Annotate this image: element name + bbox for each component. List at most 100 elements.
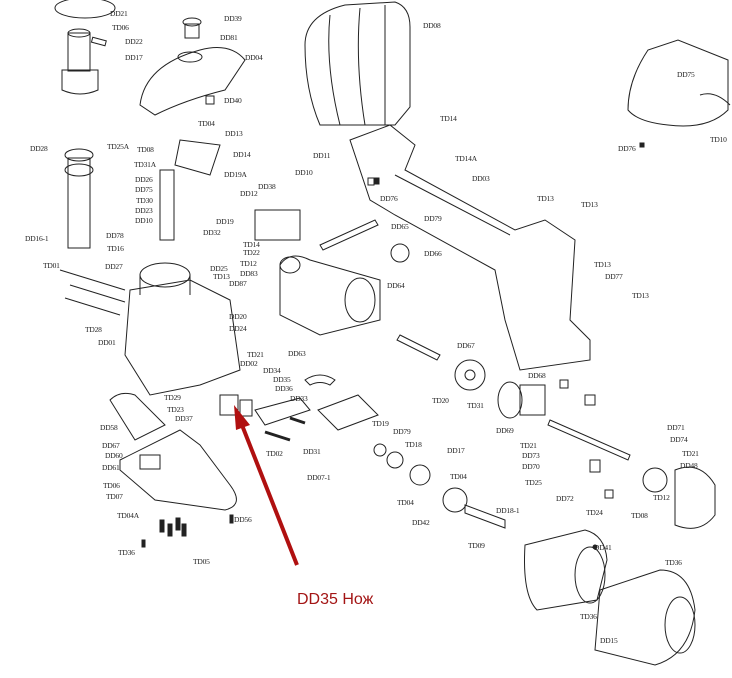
part-label: DD15 xyxy=(600,636,618,645)
part-label: TD05 xyxy=(193,557,210,566)
part-label: DD11 xyxy=(313,151,331,160)
part-label: TD04 xyxy=(198,119,215,128)
part-label: TD14 xyxy=(243,240,260,249)
part-label: DD66 xyxy=(424,249,442,258)
part-label: DD56 xyxy=(234,515,252,524)
part-label: TD21 xyxy=(520,441,537,450)
part-label: DD03 xyxy=(472,174,490,183)
part-label: DD32 xyxy=(203,228,221,237)
part-label: TD19 xyxy=(372,419,389,428)
part-label: DD67 xyxy=(102,441,120,450)
part-label: DD79 xyxy=(424,214,442,223)
part-label: DD64 xyxy=(387,281,405,290)
part-label: DD34 xyxy=(263,366,281,375)
part-label: DD04 xyxy=(245,53,263,62)
part-label: DD78 xyxy=(106,231,124,240)
part-label: TD14A xyxy=(455,154,478,163)
part-label: TD02 xyxy=(266,449,283,458)
part-label: DD23 xyxy=(135,206,153,215)
top-cover-part xyxy=(139,17,246,116)
part-label: TD08 xyxy=(137,145,154,154)
part-label: DD73 xyxy=(522,451,540,460)
part-label: DD19A xyxy=(224,170,248,179)
gear-housing-part xyxy=(279,255,381,336)
shaft-part xyxy=(319,219,410,263)
part-label: DD79 xyxy=(393,427,411,436)
blade-assembly-part xyxy=(219,374,379,442)
part-label: DD40 xyxy=(224,96,242,105)
part-label: DD75 xyxy=(135,185,153,194)
part-label: DD25 xyxy=(210,264,228,273)
part-label: DD75 xyxy=(677,70,695,79)
part-label: DD16-1 xyxy=(25,234,49,243)
part-label: TD13 xyxy=(632,291,649,300)
part-label: DD33 xyxy=(290,394,308,403)
part-label: TD14 xyxy=(440,114,457,123)
pointer-arrow xyxy=(234,405,299,566)
part-label: DD58 xyxy=(100,423,118,432)
part-label: DD76 xyxy=(618,144,636,153)
part-label: DD12 xyxy=(240,189,258,198)
part-label: DD38 xyxy=(258,182,276,191)
part-label: DD76 xyxy=(380,194,398,203)
part-label: DD48 xyxy=(680,461,698,470)
part-label: TD23 xyxy=(167,405,184,414)
motor-part xyxy=(524,529,696,666)
drive-train-part xyxy=(373,334,716,550)
part-label: DD27 xyxy=(105,262,123,271)
part-label: TD09 xyxy=(468,541,485,550)
part-label: TD28 xyxy=(85,325,102,334)
part-label: DD39 xyxy=(224,14,242,23)
part-label: TD04 xyxy=(397,498,414,507)
part-label: DD17 xyxy=(125,53,143,62)
part-label: TD06 xyxy=(112,23,129,32)
part-label: DD61 xyxy=(102,463,120,472)
part-label: TD36 xyxy=(118,548,135,557)
part-label: DD69 xyxy=(496,426,514,435)
part-label: DD74 xyxy=(670,435,688,444)
part-label: DD31 xyxy=(303,447,321,456)
part-label: DD68 xyxy=(528,371,546,380)
part-label: DD10 xyxy=(135,216,153,225)
part-label: DD02 xyxy=(240,359,258,368)
part-label: TD25 xyxy=(525,478,542,487)
part-label: TD10 xyxy=(710,135,727,144)
part-label: DD24 xyxy=(229,324,247,333)
part-label: DD60 xyxy=(105,451,123,460)
part-label: TD13 xyxy=(537,194,554,203)
part-label: DD87 xyxy=(229,279,247,288)
part-label: DD83 xyxy=(240,269,258,278)
part-label: DD71 xyxy=(667,423,685,432)
part-label: DD22 xyxy=(125,37,143,46)
part-label: TD31A xyxy=(134,160,157,169)
part-label: DD41 xyxy=(594,543,612,552)
motor-cover-part xyxy=(304,1,411,126)
part-label: TD18 xyxy=(405,440,422,449)
part-label: TD08 xyxy=(631,511,648,520)
part-label: DD81 xyxy=(220,33,238,42)
part-label: DD67 xyxy=(457,341,475,350)
part-label: TD20 xyxy=(432,396,449,405)
part-label: TD01 xyxy=(43,261,60,270)
part-label: DD10 xyxy=(295,168,313,177)
part-label: DD37 xyxy=(175,414,193,423)
bracket-part xyxy=(59,148,126,316)
part-label: TD13 xyxy=(594,260,611,269)
part-labels: DD21TD06DD22DD17DD39DD81DD04DD40TD04DD13… xyxy=(25,9,727,645)
main-body-part xyxy=(124,139,301,396)
handle-arm-part xyxy=(349,124,591,371)
part-label: TD07 xyxy=(106,492,123,501)
part-label: TD24 xyxy=(586,508,603,517)
part-label: DD19 xyxy=(216,217,234,226)
part-label: TD21 xyxy=(247,350,264,359)
part-label: DD28 xyxy=(30,144,48,153)
part-label: TD13 xyxy=(213,272,230,281)
part-label: TD12 xyxy=(240,259,257,268)
part-label: DD35 xyxy=(273,375,291,384)
part-label: TD21 xyxy=(682,449,699,458)
part-label: DD36 xyxy=(275,384,293,393)
part-label: TD06 xyxy=(103,481,120,490)
part-label: DD63 xyxy=(288,349,306,358)
